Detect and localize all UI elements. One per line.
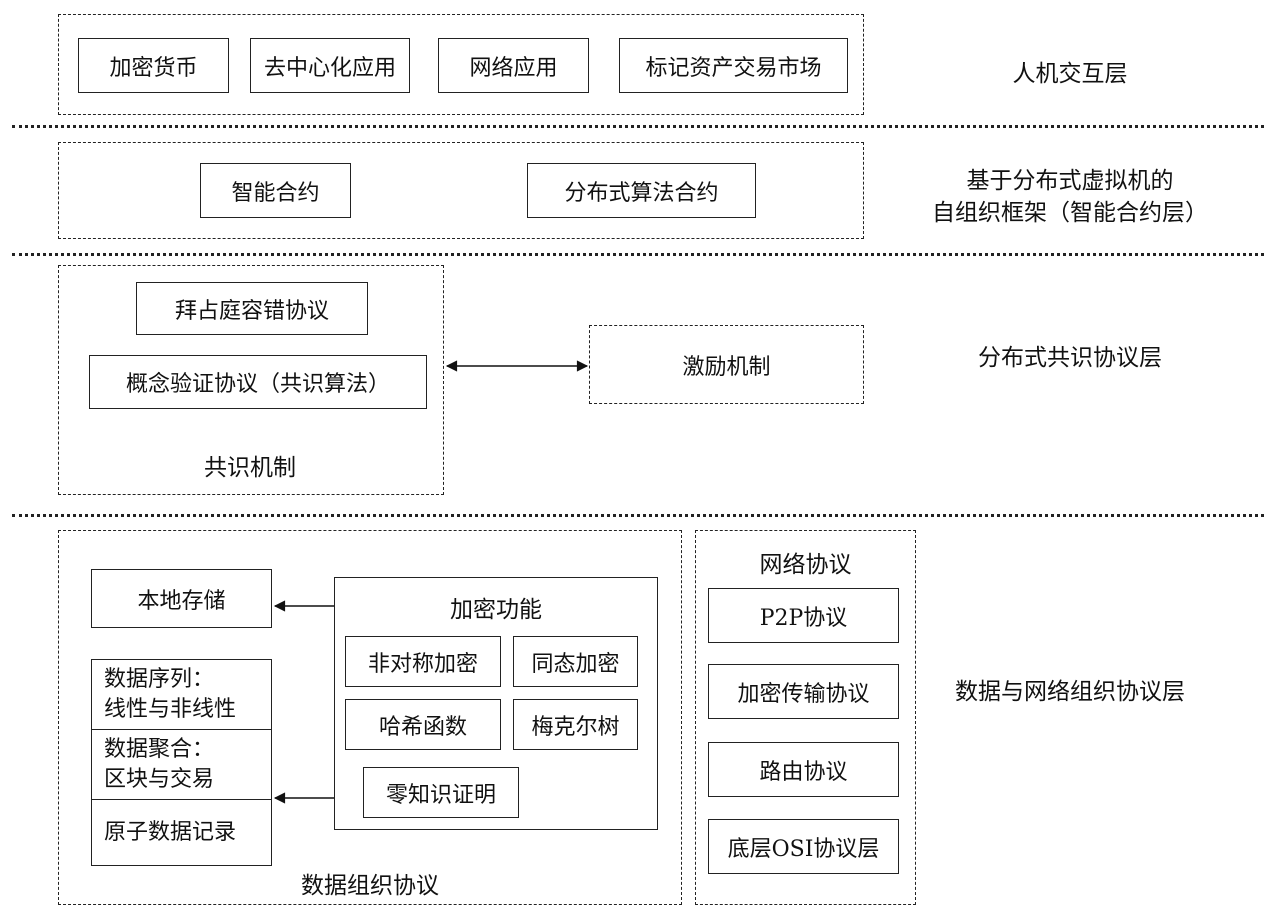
asymmetric-encryption-box: 非对称加密 <box>345 636 501 687</box>
p2p-protocol-box: P2P协议 <box>708 588 899 643</box>
osi-protocol-layer-box: 底层OSI协议层 <box>708 819 899 874</box>
separator-2 <box>12 253 1264 256</box>
separator-1 <box>12 125 1264 128</box>
consensus-mechanism-title: 共识机制 <box>204 455 296 481</box>
encrypted-transfer-protocol-box: 加密传输协议 <box>708 664 899 719</box>
consensus-layer-label: 分布式共识协议层 <box>978 345 1162 371</box>
hci-layer-group <box>58 14 864 115</box>
merkle-tree-box: 梅克尔树 <box>513 699 638 750</box>
smart-contract-layer-label-line2: 自组织框架（智能合约层） <box>932 200 1208 226</box>
token-market-box: 标记资产交易市场 <box>619 38 848 93</box>
data-sequence-cell: 数据序列： 线性与非线性 <box>92 661 271 729</box>
data-network-layer-label: 数据与网络组织协议层 <box>955 679 1185 705</box>
local-storage-box: 本地存储 <box>91 569 272 628</box>
smart-contract-layer-group <box>58 142 864 239</box>
distributed-algorithm-contract-box: 分布式算法合约 <box>527 163 756 218</box>
network-protocol-group <box>695 530 916 905</box>
network-protocol-title: 网络协议 <box>759 552 852 578</box>
smart-contract-box: 智能合约 <box>200 163 351 218</box>
data-aggregation-line2: 区块与交易 <box>104 767 215 792</box>
data-aggregation-cell: 数据聚合： 区块与交易 <box>92 731 271 799</box>
web-app-box: 网络应用 <box>438 38 589 93</box>
atomic-record-cell: 原子数据记录 <box>92 801 271 865</box>
zero-knowledge-proof-box: 零知识证明 <box>363 767 519 818</box>
data-organization-group <box>58 530 682 905</box>
data-aggregation-line1: 数据聚合： <box>104 737 215 762</box>
data-sequence-line2: 线性与非线性 <box>104 697 237 722</box>
atomic-record-label: 原子数据记录 <box>104 820 237 845</box>
separator-3 <box>12 514 1264 517</box>
stack-divider-1 <box>91 729 272 730</box>
proof-protocol-box: 概念验证协议（共识算法） <box>89 355 427 409</box>
smart-contract-layer-label-line1: 基于分布式虚拟机的 <box>966 168 1174 194</box>
routing-protocol-box: 路由协议 <box>708 742 899 797</box>
crypto-function-title: 加密功能 <box>450 597 542 623</box>
hash-function-box: 哈希函数 <box>345 699 501 750</box>
homomorphic-encryption-box: 同态加密 <box>513 636 638 687</box>
bft-protocol-box: 拜占庭容错协议 <box>136 282 368 335</box>
data-structure-stack <box>91 659 272 866</box>
dapp-box: 去中心化应用 <box>250 38 410 93</box>
data-organization-title: 数据组织协议 <box>301 873 439 899</box>
data-sequence-line1: 数据序列： <box>104 667 215 692</box>
hci-layer-label: 人机交互层 <box>1012 61 1128 87</box>
incentive-mechanism-box: 激励机制 <box>589 325 864 404</box>
stack-divider-2 <box>91 799 272 800</box>
consensus-mechanism-group <box>58 265 444 495</box>
crypto-currency-box: 加密货币 <box>78 38 229 93</box>
